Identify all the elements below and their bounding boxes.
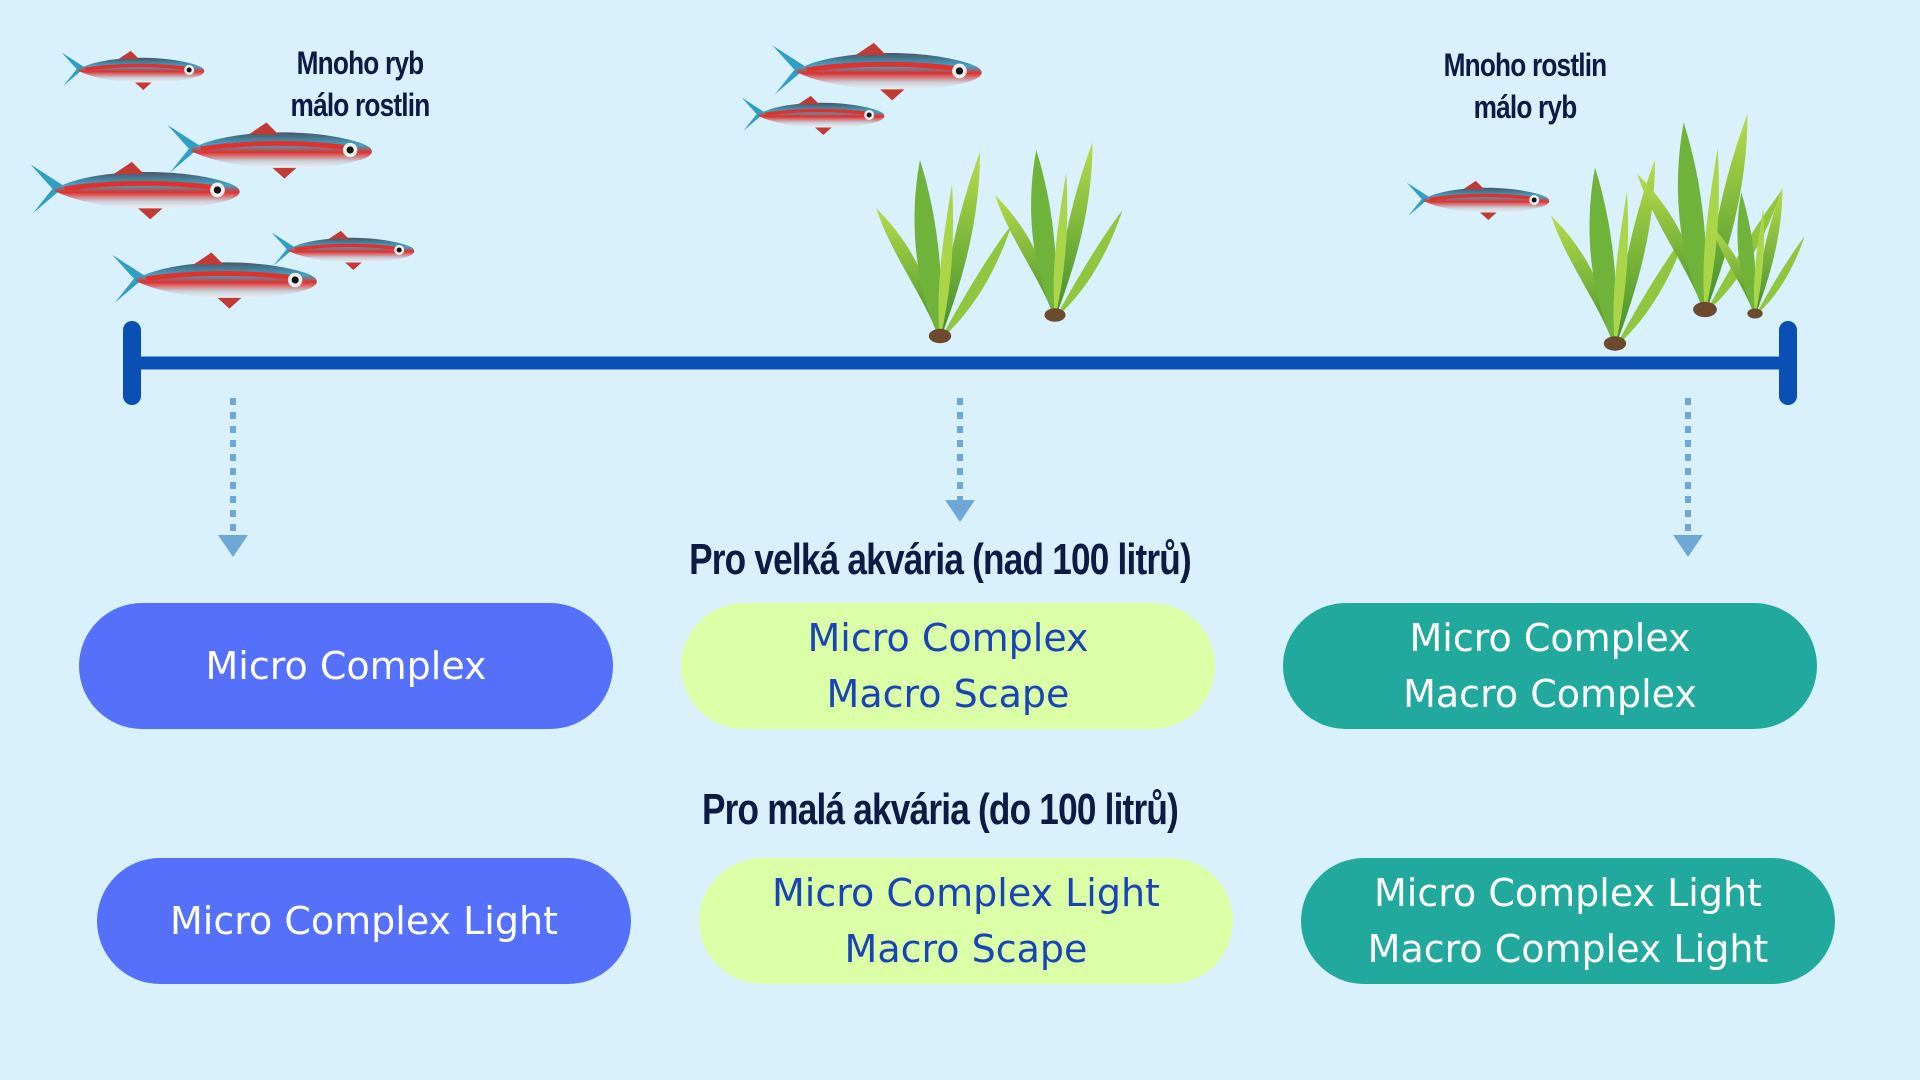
caption-line: Mnoho ryb: [296, 45, 425, 81]
product-pill-large-balanced: Micro Complex Macro Scape: [681, 603, 1215, 729]
fish-icon: [270, 228, 417, 272]
caption-many-plants: Mnoho rostlin málo ryb: [1423, 44, 1628, 128]
product-pill-small-many-plants: Micro Complex Light Macro Complex Light: [1301, 858, 1835, 984]
caption-line: málo rostlin: [290, 87, 431, 123]
plant-icon: [995, 142, 1123, 322]
pill-line: Macro Complex Light: [1367, 927, 1769, 971]
arrow-right: [1673, 398, 1703, 557]
pill-line: Micro Complex: [807, 616, 1089, 660]
fish-icon: [772, 43, 981, 100]
plant-icon: [1551, 159, 1687, 351]
fish-icon: [30, 162, 239, 219]
fish-icon: [167, 123, 372, 179]
fish-icon: [60, 48, 207, 92]
fish-icon: [740, 93, 887, 137]
product-pill-large-many-plants: Micro Complex Macro Complex: [1283, 603, 1817, 729]
pill-line: Micro Complex Light: [170, 899, 558, 943]
arrow-left: [218, 398, 248, 557]
pill-line: Macro Scape: [826, 672, 1070, 716]
heading-large-aquariums: Pro velká akvária (nad 100 litrů): [689, 535, 1192, 584]
pill-line: Micro Complex: [205, 644, 487, 688]
pill-line: Macro Complex: [1403, 672, 1697, 716]
caption-line: Mnoho rostlin: [1443, 47, 1608, 83]
caption-many-fish: Mnoho ryb málo rostlin: [270, 42, 450, 126]
pill-line: Micro Complex Light: [772, 871, 1160, 915]
fish-icon: [112, 253, 317, 309]
plant-icon: [876, 152, 1012, 344]
fish-icon: [1405, 178, 1552, 222]
arrow-center: [945, 398, 975, 522]
heading-small-aquariums: Pro malá akvária (do 100 litrů): [701, 785, 1179, 834]
product-pill-small-many-fish: Micro Complex Light: [97, 858, 631, 984]
pill-line: Macro Scape: [844, 927, 1088, 971]
pill-line: Micro Complex: [1409, 616, 1691, 660]
pill-line: Micro Complex Light: [1374, 871, 1762, 915]
caption-line: málo ryb: [1473, 89, 1578, 125]
product-pill-large-many-fish: Micro Complex: [79, 603, 613, 729]
product-pill-small-balanced: Micro Complex Light Macro Scape: [699, 858, 1233, 984]
